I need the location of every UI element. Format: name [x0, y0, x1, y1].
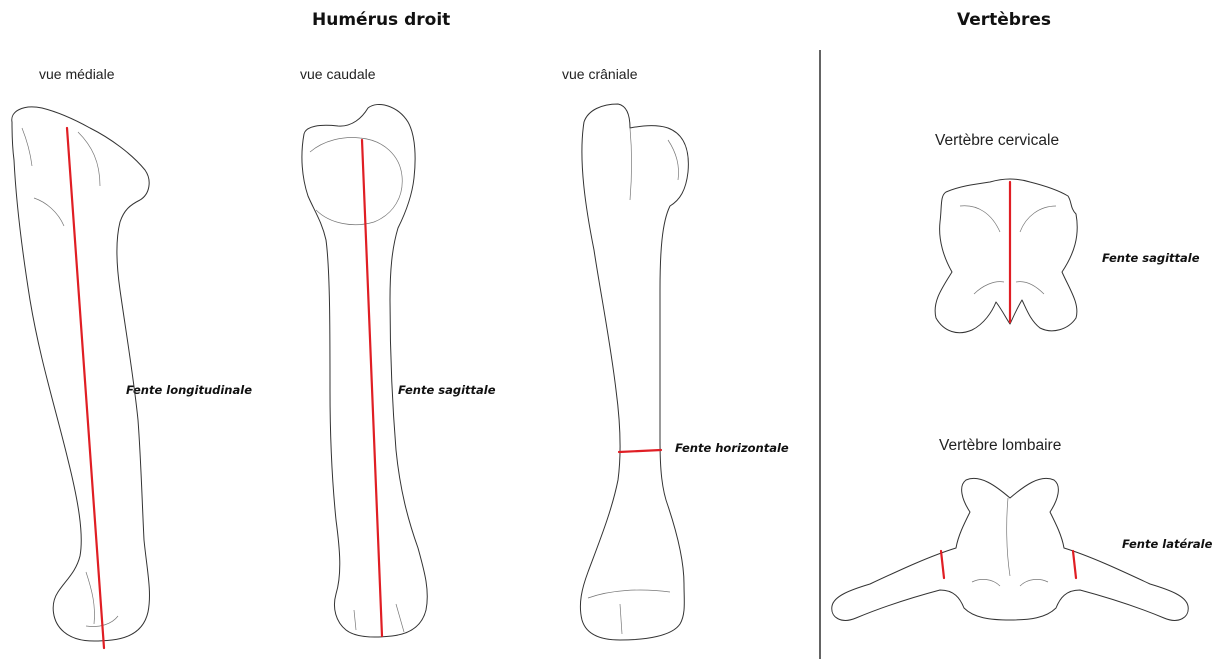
- cervical-vertebra: [935, 179, 1077, 333]
- lumbar-vertebra: [832, 478, 1188, 620]
- humerus-medial-view: [12, 107, 150, 648]
- humerus-caudal-view: [302, 104, 427, 637]
- humerus-cranial-view: [580, 104, 688, 640]
